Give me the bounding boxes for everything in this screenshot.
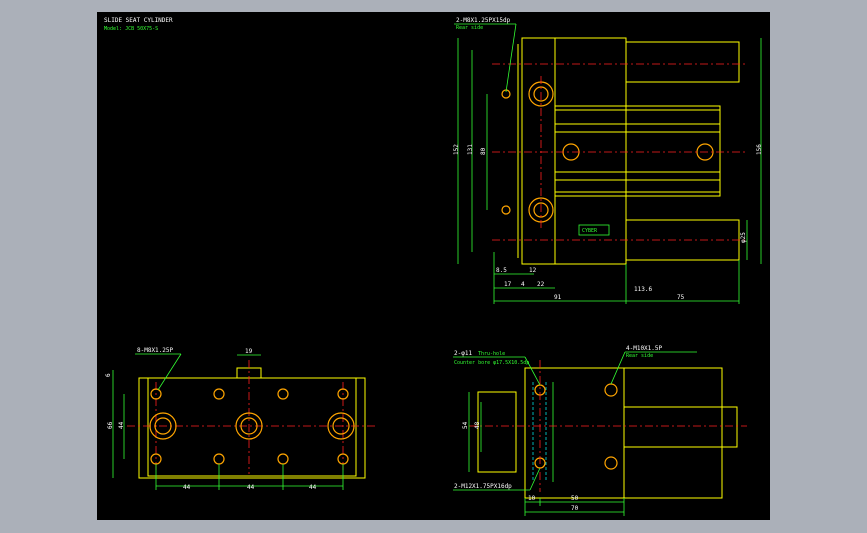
callout-br-left-suffix: Thru-hole [478, 351, 505, 357]
dim-91: 91 [554, 294, 562, 301]
hole [337, 388, 349, 400]
dim-70: 70 [571, 505, 579, 512]
callout-top-sub: Rear side [456, 25, 483, 31]
hole [604, 456, 618, 470]
rod-upper [625, 41, 740, 83]
dim-80: 80 [480, 147, 487, 155]
plate-inner [147, 377, 357, 477]
bottom-left-view: 8-M8X1.25P 19 6 66 44 44 44 44 [105, 347, 377, 491]
callout-br-right-sub: Rear side [626, 353, 653, 359]
counterbore [149, 412, 177, 440]
counterbore [327, 412, 355, 440]
callout-br-left: 2-φ11 [454, 350, 472, 357]
bottom-right-view: 2-φ11 Thru-hole Counter bore φ17.5X10.5d… [453, 345, 747, 516]
dim-phi25: φ25 [740, 232, 747, 243]
nameplate-text: CYBER [582, 228, 598, 234]
dim-152: 152 [453, 144, 460, 155]
dim-8-5: 8.5 [496, 267, 507, 274]
back-plate [477, 391, 517, 473]
dim-44b: 44 [247, 484, 255, 491]
dim-6: 6 [105, 373, 112, 377]
dim-4: 4 [521, 281, 525, 288]
drawing-title: SLIDE SEAT CYLINDER [104, 17, 173, 24]
hole [277, 453, 289, 465]
counterbore-inner [240, 417, 258, 435]
dim-131: 131 [467, 144, 474, 155]
leader-line [524, 356, 541, 386]
body-block [521, 37, 627, 265]
drawing-canvas: SLIDE SEAT CYLINDER Model: JCB 50X75-S [97, 12, 770, 520]
callout-top: 2-M8X1.25PX15dp [456, 17, 511, 24]
callout-bl: 8-M8X1.25P [137, 347, 174, 354]
dim-113-6: 113.6 [634, 286, 652, 293]
plate-outline [138, 377, 366, 479]
dim-19: 19 [245, 348, 253, 355]
dim-10: 10 [528, 495, 536, 502]
cylinder-tube [554, 105, 721, 197]
leader-line [529, 467, 541, 491]
dim-44a: 44 [183, 484, 191, 491]
callout-br-left-sub: Counter bore φ17.5X10.5dp [454, 360, 529, 366]
leader-line [505, 23, 517, 93]
dim-156: 156 [756, 144, 763, 155]
hole [277, 388, 289, 400]
base-plate [521, 37, 556, 265]
counterbore [235, 412, 263, 440]
top-right-view: CYBER 2-M8X1.25PX15dp Rear side 152 131 … [453, 17, 763, 304]
dim-22: 22 [537, 281, 545, 288]
callout-br-right: 4-M10X1.5P [626, 345, 663, 352]
cad-drawing: SLIDE SEAT CYLINDER Model: JCB 50X75-S [104, 17, 763, 516]
counterbore-inner [154, 417, 172, 435]
dim-75: 75 [677, 294, 685, 301]
dim-54: 54 [462, 421, 469, 429]
rod [623, 406, 738, 448]
hole [213, 453, 225, 465]
leader-line [157, 353, 182, 391]
leader-line [610, 351, 626, 385]
callout-br-bottom: 2-M12X1.75PX16dp [454, 483, 512, 490]
dim-17: 17 [504, 281, 512, 288]
hole [501, 205, 511, 215]
rod-housing [623, 367, 723, 499]
hole [150, 388, 162, 400]
dim-48: 48 [474, 421, 481, 429]
nameplate [578, 224, 610, 236]
dim-12: 12 [529, 267, 537, 274]
hole [213, 388, 225, 400]
dim-44c: 44 [309, 484, 317, 491]
dim-66: 66 [107, 421, 114, 429]
drawing-model: Model: JCB 50X75-S [104, 26, 158, 32]
dim-50: 50 [571, 495, 579, 502]
hole [604, 383, 618, 397]
dim-44v: 44 [118, 421, 125, 429]
counterbore-inner [332, 417, 350, 435]
